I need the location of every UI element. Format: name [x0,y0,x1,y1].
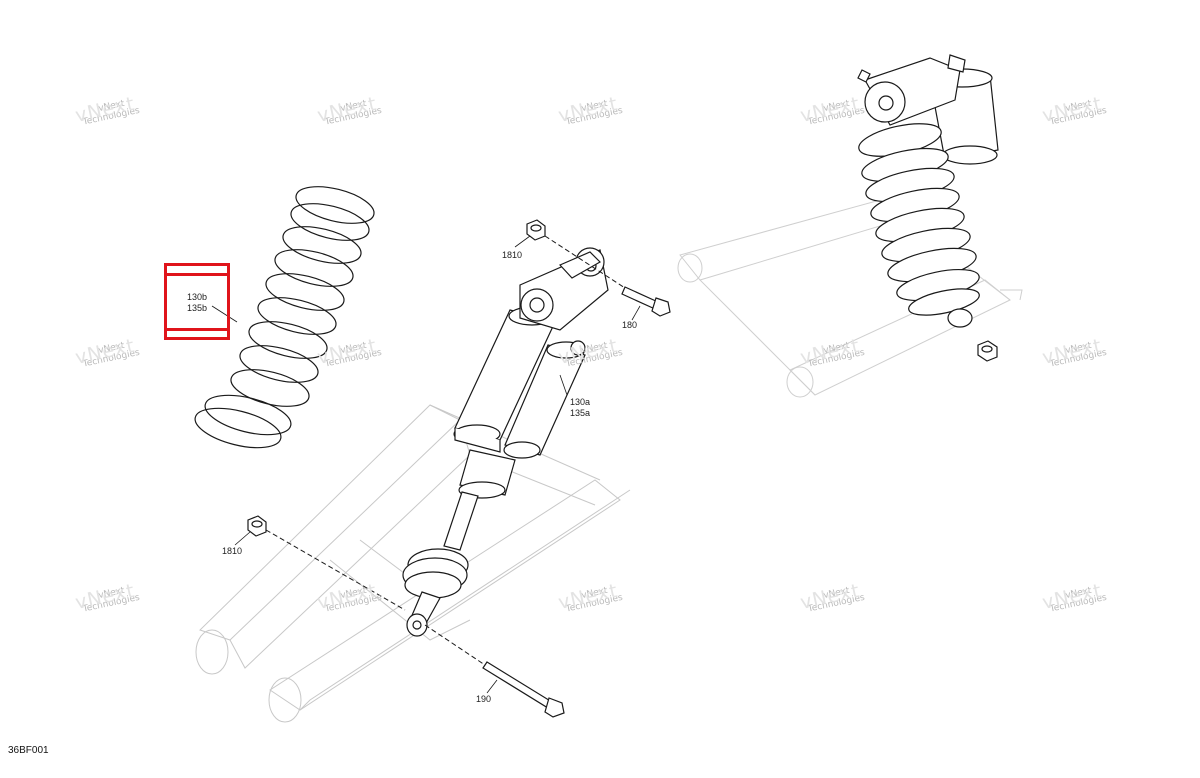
nut-bottom-1810 [247,515,267,537]
part-label-line: 180 [622,320,638,330]
assembled-shock [857,54,999,328]
highlight-box-bar-bottom [167,328,227,331]
part-label-line: 130a [570,397,591,407]
shock-absorber [402,247,609,637]
highlight-box[interactable] [164,263,230,340]
diagram-code: 36BF001 [8,745,49,756]
part-label-line: 190 [476,694,492,704]
part-label-line: 130b [187,292,208,302]
part-label-line: 135b [187,303,208,313]
part-label-line: 135a [570,408,591,418]
part-label-180[interactable]: 180 [622,320,637,331]
part-label-130b[interactable]: 130b 135b [187,292,207,314]
part-label-1810-bottom[interactable]: 1810 [222,546,242,557]
bolt-top-180 [621,286,671,317]
assembled-nut [977,340,998,362]
leader-lines [211,235,641,694]
bolt-bottom-190 [482,661,565,718]
assembly-dash-lines [265,235,626,666]
part-label-130a[interactable]: 130a 135a [570,397,590,419]
part-label-line: 1810 [222,546,243,556]
part-label-line: 1810 [502,250,523,260]
part-label-1810-top[interactable]: 1810 [502,250,522,261]
coil-spring [194,186,375,449]
part-label-190[interactable]: 190 [476,694,491,705]
highlight-box-bar-top [167,273,227,276]
nut-top-1810 [526,219,546,241]
